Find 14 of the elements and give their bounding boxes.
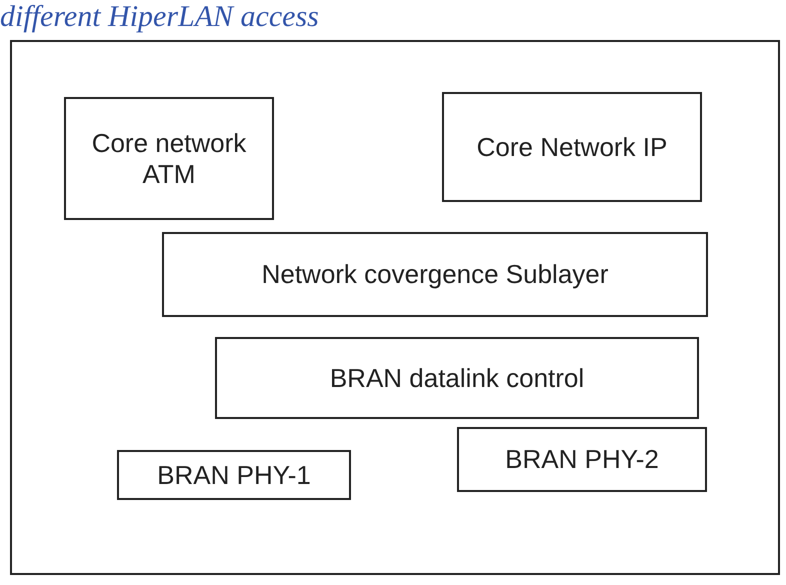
layer-label: BRAN PHY-2 [504, 444, 660, 475]
layer-box [215, 337, 699, 419]
heading: different HiperLAN access [0, 0, 319, 34]
layer-label: BRAN PHY-1 [156, 460, 312, 490]
layer-label: Network covergence Sublayer [260, 259, 610, 290]
outer-frame [10, 40, 780, 575]
layer-box [442, 92, 702, 202]
layer-box [162, 232, 708, 317]
layer-label: BRAN datalink control [328, 362, 586, 394]
layer-label: Core Network IP [476, 132, 668, 162]
layer-label: Core network ATM [90, 128, 248, 190]
layer-box [64, 97, 274, 220]
layer-box [457, 427, 707, 492]
layer-box [117, 450, 351, 500]
